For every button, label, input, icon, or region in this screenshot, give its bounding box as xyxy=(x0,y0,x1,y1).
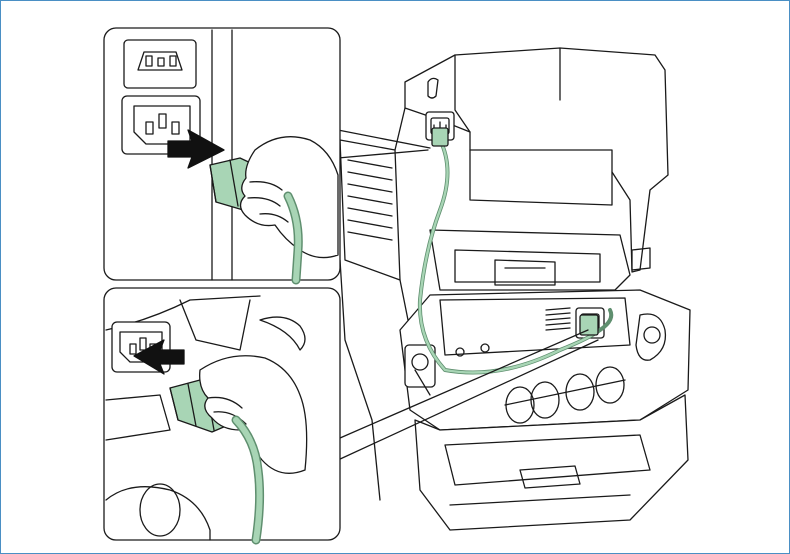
callout-bottom xyxy=(103,287,341,545)
power-inlet-icon xyxy=(121,95,201,155)
lower-hand-icon xyxy=(199,355,308,474)
printer-rear-icon xyxy=(339,47,691,531)
insert-arrow-icon xyxy=(167,129,225,169)
callout-top xyxy=(103,27,341,285)
power-cord-icon xyxy=(417,127,614,375)
callout-lines xyxy=(337,129,599,461)
power-outlet-upper-icon xyxy=(123,39,197,89)
lower-insert-arrow-icon xyxy=(133,339,185,375)
